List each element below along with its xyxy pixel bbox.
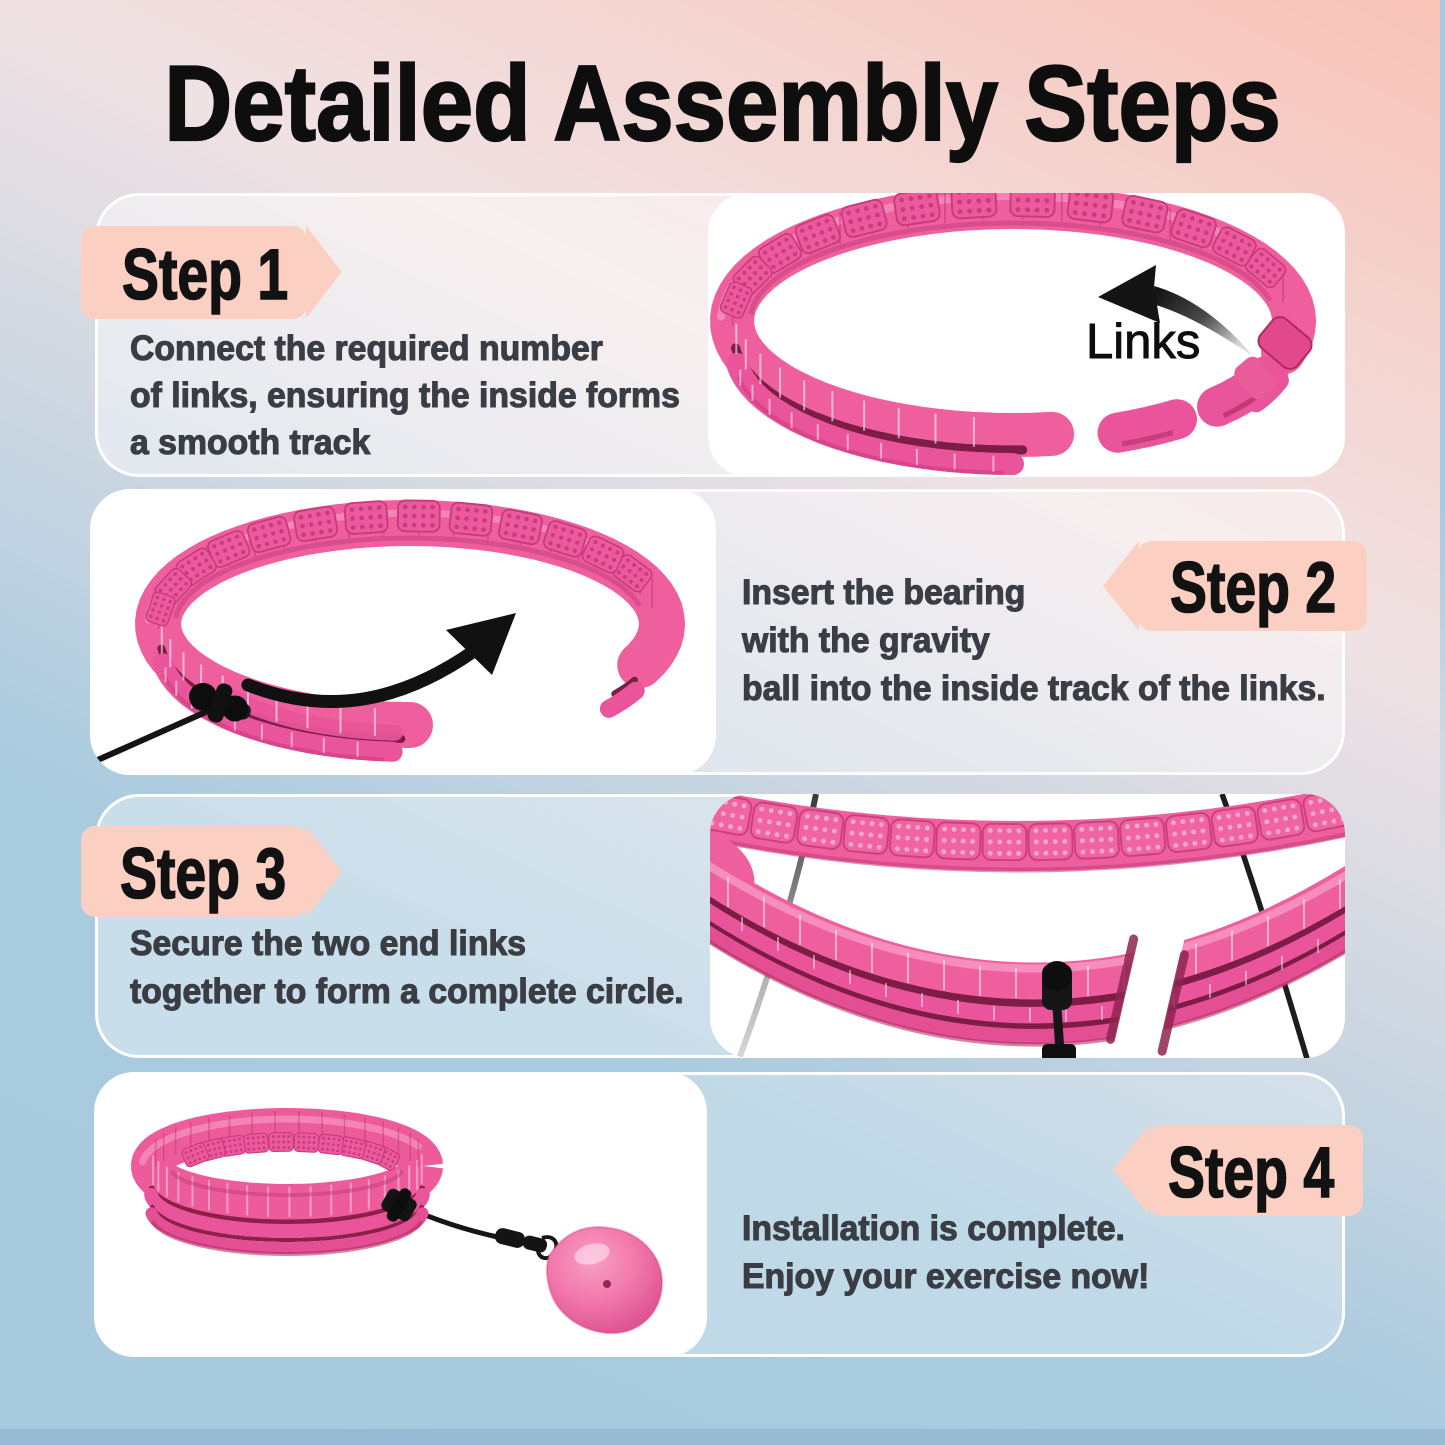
svg-text:Links: Links <box>1086 315 1200 369</box>
